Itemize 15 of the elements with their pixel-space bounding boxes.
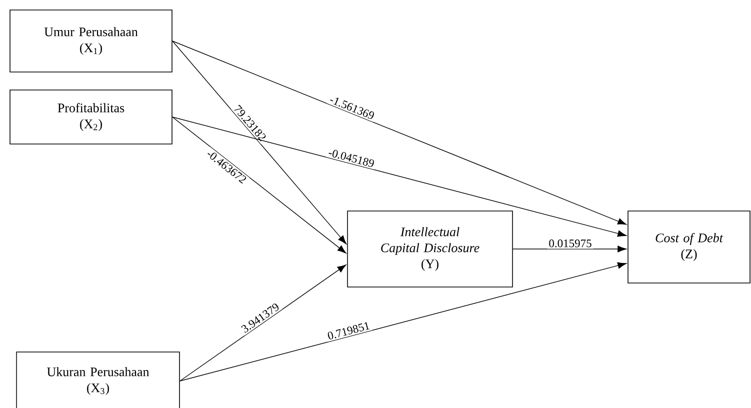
arrow (172, 40, 346, 244)
arrow (180, 262, 626, 382)
edge-label: 0.719851 (324, 320, 372, 342)
arrow (172, 40, 627, 225)
arrow (172, 116, 626, 237)
variable-box: Cost of Debt (Z) (628, 210, 750, 284)
arrow (172, 116, 346, 254)
variable-box: Ukuran Perusahaan (X$_{3}$) (16, 352, 180, 408)
arrow (180, 264, 346, 382)
edge-label: 0.015975 (547, 238, 594, 249)
arrow (512, 246, 626, 252)
variable-box: Intellectual Capital Disclosure (Y) (347, 210, 513, 288)
variable-box: Profitabilitas (X$_{2}$) (10, 90, 172, 144)
edge-label: -0.045189 (326, 146, 377, 170)
variable-box: Umur Perusahaan (X$_{1}$) (10, 10, 172, 72)
